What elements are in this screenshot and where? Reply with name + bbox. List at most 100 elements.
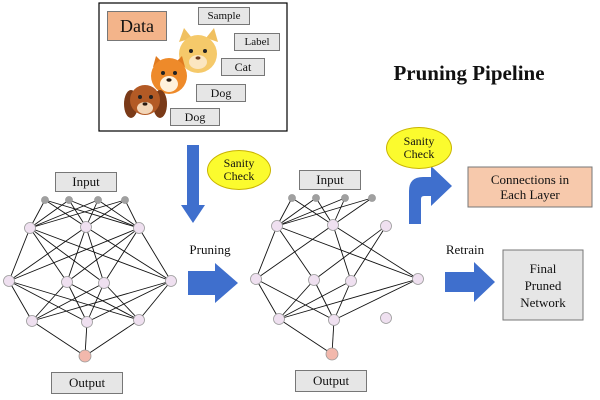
connections-box-frame — [467, 166, 593, 208]
left-output-label: Output — [51, 372, 123, 394]
hidden-node — [327, 219, 339, 231]
connections-box: Connections in Each Layer — [490, 172, 570, 202]
data-label: Data — [107, 11, 167, 41]
input-node — [341, 194, 349, 202]
connection-line — [66, 281, 88, 323]
input-node — [368, 194, 376, 202]
connection-line — [8, 280, 88, 323]
connection-line — [85, 226, 172, 282]
page-title: Pruning Pipeline — [393, 60, 545, 85]
input-node — [288, 194, 296, 202]
connection-line — [97, 199, 140, 229]
hidden-node — [3, 275, 15, 287]
down-arrow — [181, 145, 205, 223]
hidden-node — [250, 273, 262, 285]
connection-line — [332, 224, 419, 280]
cat-tag: Cat — [221, 58, 265, 76]
connection-line — [85, 226, 105, 284]
connection-line — [29, 227, 68, 283]
hidden-node — [165, 275, 177, 287]
connection-line — [8, 226, 87, 282]
final-box: Final Pruned Network — [520, 260, 566, 310]
sanity-check-1: Sanity Check — [207, 150, 271, 190]
network-left — [3, 196, 177, 363]
connection-line — [278, 318, 333, 355]
connection-line — [66, 226, 87, 283]
input-node — [121, 196, 129, 204]
label-label: Label — [234, 33, 280, 51]
hidden-node — [133, 314, 145, 326]
connection-line — [276, 225, 315, 281]
connection-line — [332, 197, 373, 226]
connection-line — [84, 319, 140, 357]
cat-icon — [179, 28, 218, 73]
connection-line — [8, 280, 140, 321]
connection-line — [103, 282, 140, 321]
connection-line — [138, 227, 172, 282]
connection-line — [255, 224, 334, 280]
output-node — [325, 347, 339, 361]
input-node — [312, 194, 320, 202]
connection-line — [29, 227, 172, 282]
connection-line — [332, 224, 352, 282]
sanity-bend-arrow — [409, 166, 452, 224]
input-node — [65, 196, 73, 204]
hidden-node — [80, 221, 92, 233]
input-node — [94, 196, 102, 204]
dog-tag-1: Dog — [196, 84, 246, 102]
connection-line — [276, 197, 346, 227]
pruning-label: Pruning — [189, 242, 231, 257]
retrain-arrow — [445, 262, 495, 302]
right-input-label: Input — [299, 170, 361, 190]
hidden-node — [345, 275, 357, 287]
connection-line — [276, 197, 373, 227]
connection-line — [29, 199, 99, 229]
connection-line — [313, 279, 335, 321]
connection-line — [31, 320, 86, 357]
input-node — [41, 196, 49, 204]
connection-line — [8, 280, 33, 322]
shiba-dog-icon — [151, 56, 187, 94]
connection-line — [29, 227, 105, 284]
hidden-node — [273, 313, 285, 325]
connection-line — [255, 278, 280, 320]
hidden-node — [271, 220, 283, 232]
connection-line — [31, 281, 68, 322]
hidden-node — [308, 274, 320, 286]
connection-line — [276, 197, 317, 227]
connection-line — [313, 225, 387, 281]
connection-line — [278, 279, 315, 320]
connection-line — [86, 280, 172, 323]
hidden-node — [328, 314, 340, 326]
connection-line — [29, 199, 70, 229]
connection-line — [66, 227, 140, 283]
spaniel-dog-icon — [124, 85, 167, 118]
connection-line — [8, 227, 140, 282]
sanity-check-2: Sanity Check — [386, 127, 452, 169]
final-box-frame — [502, 249, 584, 321]
retrain-label: Retrain — [445, 242, 485, 257]
pruning-arrow — [188, 263, 238, 303]
connection-line — [278, 280, 352, 320]
connection-line — [8, 227, 31, 282]
hidden-node — [412, 273, 424, 285]
connection-line — [255, 225, 278, 280]
connection-line — [278, 278, 419, 320]
hidden-node — [133, 222, 145, 234]
connection-line — [29, 199, 126, 229]
connection-line — [31, 280, 172, 322]
connection-line — [255, 278, 335, 321]
network-right — [250, 194, 424, 361]
connection-line — [103, 227, 140, 284]
connection-line — [350, 225, 387, 282]
hidden-node — [26, 315, 38, 327]
connection-line — [333, 278, 419, 321]
hidden-node — [24, 222, 36, 234]
connection-line — [276, 225, 419, 280]
dog-tag-2: Dog — [170, 108, 220, 126]
connection-line — [85, 199, 126, 228]
output-node — [78, 349, 92, 363]
hidden-node — [81, 316, 93, 328]
hidden-node — [98, 277, 110, 289]
